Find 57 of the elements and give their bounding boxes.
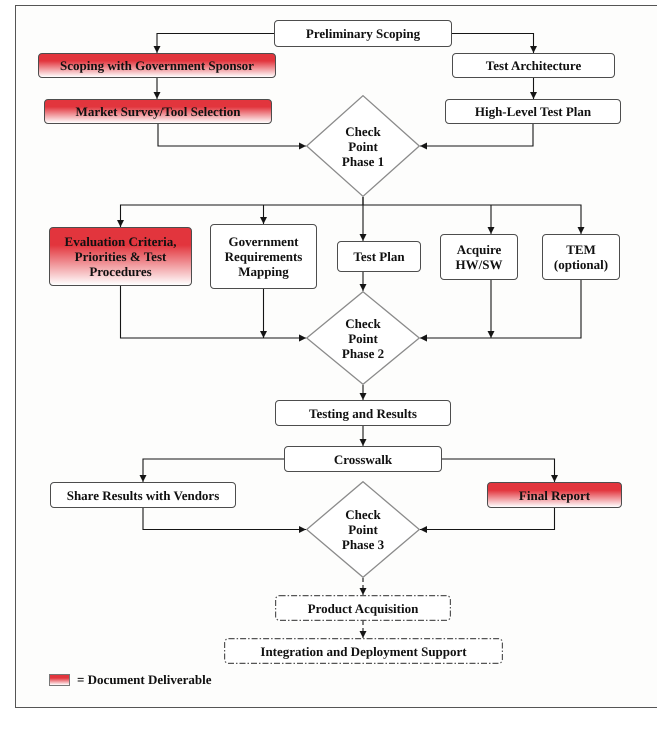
process-box	[542, 234, 620, 280]
decision-label: Check Point Phase 1	[340, 124, 386, 168]
step-label: Preliminary Scoping	[306, 26, 420, 41]
arrow	[360, 621, 366, 638]
arrow	[420, 508, 556, 533]
process-box	[275, 595, 451, 621]
arrow	[154, 32, 274, 53]
arrow	[442, 458, 558, 482]
arrow	[260, 289, 306, 342]
step-label: Evaluation Criteria, Priorities & Test Procedures	[64, 234, 178, 279]
process-box	[44, 99, 272, 124]
process-box	[440, 234, 518, 280]
arrow	[157, 124, 306, 150]
arrow	[420, 280, 582, 342]
step-label: Integration and Deployment Support	[260, 644, 467, 658]
process-box	[49, 227, 192, 286]
step-label: Test Architecture	[486, 58, 582, 73]
arrow	[360, 385, 366, 400]
step-label: Acquire HW/SW	[454, 242, 504, 272]
step-label: Government Requirements Mapping	[224, 234, 304, 279]
process-box	[487, 482, 622, 508]
arrow	[360, 426, 366, 446]
decision-diamond	[306, 95, 420, 197]
arrow	[420, 124, 534, 150]
decision-diamond	[306, 291, 420, 385]
process-box	[284, 446, 442, 472]
arrow	[362, 197, 584, 234]
arrow	[142, 508, 306, 533]
process-box	[38, 53, 276, 78]
legend-label: = Document Deliverable	[77, 672, 212, 687]
arrow	[530, 78, 537, 99]
process-box	[210, 224, 317, 289]
arrow	[140, 458, 284, 482]
step-label: Test Plan	[353, 249, 405, 264]
step-label: Scoping with Government Sponsor	[60, 58, 254, 73]
step-label: TEM (optional)	[552, 242, 610, 272]
step-label: Crosswalk	[334, 452, 392, 466]
process-box	[275, 400, 451, 426]
step-label: Product Acquisition	[308, 600, 418, 616]
process-box	[445, 99, 621, 124]
arrow	[360, 578, 366, 595]
decision-label: Check Point Phase 3	[340, 507, 386, 552]
process-box	[224, 638, 503, 664]
step-label: High-Level Test Plan	[474, 104, 592, 119]
arrow	[154, 78, 160, 99]
decision-diamond	[306, 481, 420, 578]
arrow	[452, 32, 537, 53]
process-box	[274, 20, 452, 47]
process-box	[50, 482, 236, 508]
step-label: Final Report	[518, 488, 590, 502]
arrow	[360, 272, 366, 291]
decision-label: Check Point Phase 2	[340, 316, 386, 360]
step-label: Share Results with Vendors	[66, 488, 220, 502]
step-label: Testing and Results	[309, 406, 417, 420]
step-label: Market Survey/Tool Selection	[76, 104, 240, 119]
process-box	[452, 53, 615, 78]
process-box	[337, 241, 421, 272]
